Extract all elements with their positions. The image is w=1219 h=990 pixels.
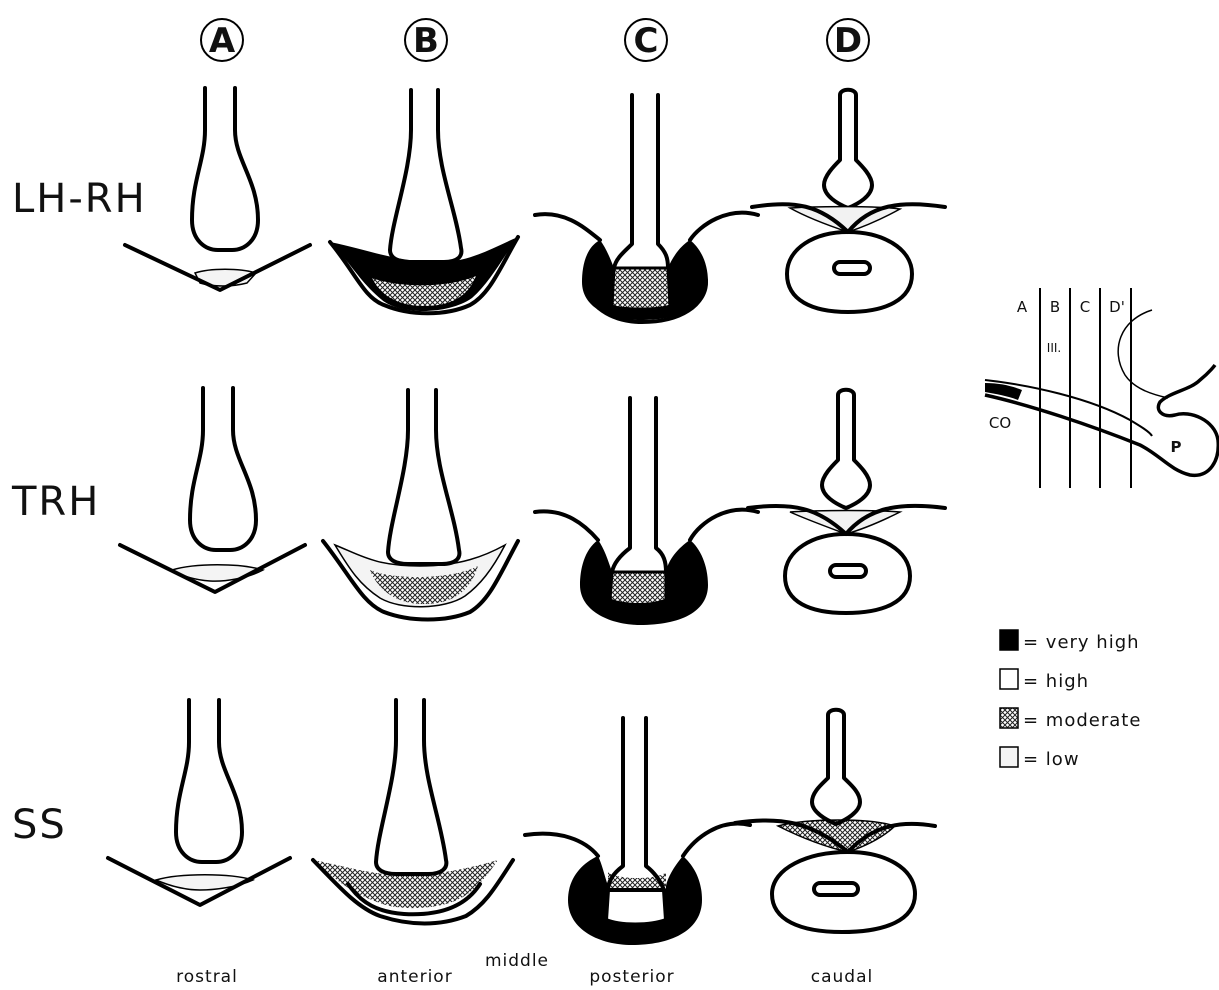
position-label-anterior: anterior xyxy=(377,967,452,987)
section-ss-c xyxy=(525,718,750,945)
interior-outline xyxy=(606,890,666,925)
inset-label-d: D' xyxy=(1109,298,1125,316)
legend-swatch-very-high xyxy=(1000,630,1018,650)
section-trh-c xyxy=(535,398,758,625)
inset-label-a: A xyxy=(1017,298,1028,316)
cleft-outline xyxy=(830,565,866,577)
column-letter: A xyxy=(209,21,236,61)
ventricle-outline xyxy=(190,388,256,550)
inset-label-c: C xyxy=(1080,298,1090,316)
pituitary-outline xyxy=(772,852,915,932)
position-label-posterior: posterior xyxy=(589,967,674,987)
stalk-outline xyxy=(612,398,666,572)
ventricle-outline xyxy=(376,700,446,874)
position-label-caudal: caudal xyxy=(811,967,873,987)
stalk-outline xyxy=(824,90,872,208)
stain-very-high xyxy=(568,856,702,945)
column-letter: C xyxy=(634,21,659,61)
section-lh-rh-b xyxy=(330,90,518,313)
stalk-outline xyxy=(822,390,870,508)
position-label-rostral: rostral xyxy=(176,967,238,987)
legend-swatch-high xyxy=(1000,669,1018,689)
cleft-outline xyxy=(814,883,858,895)
pituitary-outline xyxy=(785,534,910,613)
inset-label-third-ventricle: III. xyxy=(1047,341,1061,355)
stain-moderate xyxy=(313,860,498,908)
section-trh-a xyxy=(120,388,305,592)
inset-label-b: B xyxy=(1050,298,1060,316)
inset-sagittal-diagram: A B C D' III. CO P xyxy=(985,288,1218,488)
column-header-b: B xyxy=(405,19,447,61)
section-ss-d xyxy=(735,710,935,932)
column-letter: D xyxy=(834,21,862,61)
section-trh-b xyxy=(323,390,518,620)
stain-moderate xyxy=(612,268,670,309)
pituitary-sagittal-outline xyxy=(985,365,1218,475)
section-trh-d xyxy=(748,390,945,613)
cleft-outline xyxy=(834,262,870,274)
inset-label-p: P xyxy=(1171,438,1182,456)
column-letter: B xyxy=(413,21,439,61)
column-header-c: C xyxy=(625,19,667,61)
column-header-d: D xyxy=(827,19,869,61)
legend-label-low: = low xyxy=(1023,749,1080,770)
legend-label-very-high: = very high xyxy=(1023,632,1140,653)
ventricle-outline xyxy=(390,90,461,262)
section-lh-rh-a xyxy=(125,88,310,290)
legend-item-high: = high xyxy=(1000,669,1089,692)
surface-left xyxy=(535,511,598,540)
section-ss-b xyxy=(313,700,513,924)
legend-swatch-moderate xyxy=(1000,708,1018,728)
section-ss-a xyxy=(108,700,290,905)
row-label-trh: TRH xyxy=(11,479,100,525)
ventricle-outline xyxy=(388,390,459,564)
section-lh-rh-c xyxy=(535,95,758,322)
ventricle-outline xyxy=(192,88,258,250)
column-header-a: A xyxy=(201,19,243,61)
surface-left xyxy=(535,214,600,240)
row-label-lh-rh: LH-RH xyxy=(12,176,147,222)
row-label-ss: SS xyxy=(12,802,67,848)
stalk-outline xyxy=(812,710,860,824)
legend: = very high = high = moderate = low xyxy=(1000,630,1141,770)
surface-right xyxy=(683,824,750,856)
stain-moderate xyxy=(610,572,666,605)
legend-label-moderate: = moderate xyxy=(1023,710,1141,731)
section-lh-rh-d xyxy=(752,90,945,312)
legend-label-high: = high xyxy=(1023,671,1089,692)
surface-right xyxy=(690,510,758,540)
position-label-middle: middle xyxy=(485,951,549,971)
stalk-outline xyxy=(614,95,668,268)
legend-item-moderate: = moderate xyxy=(1000,708,1141,731)
stalk-outline xyxy=(608,718,664,890)
legend-swatch-low xyxy=(1000,747,1018,767)
surface-left xyxy=(525,834,598,856)
ventricle-outline xyxy=(176,700,242,862)
legend-item-very-high: = very high xyxy=(1000,630,1140,653)
legend-item-low: = low xyxy=(1000,747,1080,770)
surface-right xyxy=(690,213,758,240)
recess-outline xyxy=(1118,310,1168,398)
inset-label-co: CO xyxy=(989,414,1011,432)
